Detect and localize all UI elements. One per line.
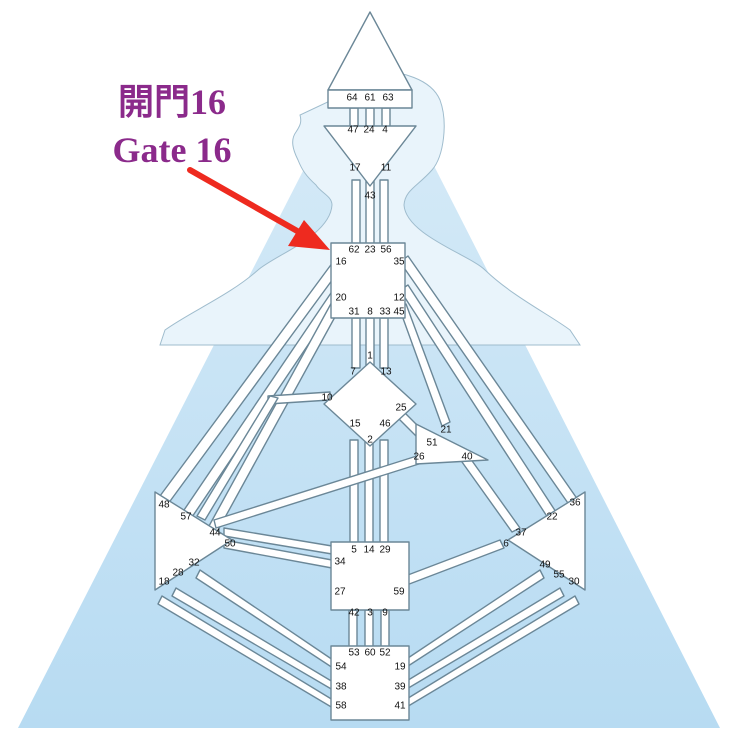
gate-24: 24 (363, 125, 375, 136)
gate-20: 20 (335, 293, 347, 304)
gate-33: 33 (379, 307, 391, 318)
head-center (327, 11, 413, 91)
gate-15: 15 (349, 419, 361, 430)
annotation-title-chinese: 開門16 (117, 82, 226, 122)
throat-center (330, 242, 406, 319)
gate-30: 30 (568, 577, 580, 588)
gate-26: 26 (413, 452, 425, 463)
gate-58: 58 (335, 701, 347, 712)
gate-56: 56 (380, 245, 392, 256)
gate-52: 52 (379, 648, 391, 659)
channel-13-33 (379, 317, 389, 369)
sacral-center (330, 541, 410, 611)
gate-44: 44 (209, 528, 221, 539)
gate-10: 10 (321, 393, 333, 404)
channel-46-29 (379, 439, 389, 545)
gate-40: 40 (461, 452, 473, 463)
gate-28: 28 (172, 568, 184, 579)
channel-11-56 (379, 179, 389, 247)
channel-10-57b (196, 395, 279, 521)
gate-6: 6 (503, 539, 509, 550)
gate-4: 4 (382, 125, 388, 136)
gate-7: 7 (350, 367, 356, 378)
gate-12: 12 (393, 293, 405, 304)
gate-16: 16 (335, 257, 347, 268)
channel-2-14 (364, 439, 374, 545)
ajna-center (323, 125, 417, 187)
gate-54: 54 (335, 662, 347, 673)
gate-5: 5 (351, 545, 357, 556)
gate-47: 47 (347, 125, 359, 136)
channel-17-62 (351, 179, 361, 247)
gate-50: 50 (224, 539, 236, 550)
gate-19: 19 (394, 662, 406, 673)
gate-39: 39 (394, 682, 406, 693)
gate-9: 9 (382, 608, 388, 619)
gate-45: 45 (393, 307, 405, 318)
gate-11: 11 (381, 163, 392, 174)
gate-41: 41 (394, 701, 406, 712)
gate-63: 63 (382, 93, 394, 104)
gate-46: 46 (379, 419, 391, 430)
channel-15-5 (349, 439, 359, 545)
channel-7-31 (351, 317, 361, 369)
gate-59: 59 (393, 587, 405, 598)
gate-60: 60 (364, 648, 376, 659)
gate-42: 42 (348, 608, 360, 619)
ego-center (415, 423, 489, 465)
gate-numbers: 64 61 63 47 24 4 17 11 43 62 23 56 16 35… (158, 93, 581, 712)
gate-17: 17 (349, 163, 361, 174)
gate-2: 2 (367, 435, 373, 446)
gate-49: 49 (539, 560, 551, 571)
gate-29: 29 (379, 545, 391, 556)
annotation-title-gate: Gate 16 (112, 130, 232, 170)
gate-36: 36 (569, 498, 581, 509)
gate-14: 14 (363, 545, 375, 556)
gate-31: 31 (348, 307, 360, 318)
spleen-center (154, 491, 233, 591)
gate-37: 37 (515, 528, 527, 539)
gate-23: 23 (364, 245, 376, 256)
gate-21: 21 (440, 425, 452, 436)
centers-and-channels (154, 11, 586, 721)
gate-43: 43 (364, 191, 376, 202)
gate-25: 25 (395, 403, 407, 414)
gate-48: 48 (158, 500, 170, 511)
solar-plexus-center (507, 491, 586, 591)
gate-55: 55 (553, 570, 565, 581)
root-center (330, 645, 410, 721)
gate-22: 22 (546, 512, 558, 523)
gate-61: 61 (364, 93, 376, 104)
gate-35: 35 (393, 257, 405, 268)
gate-62: 62 (348, 245, 360, 256)
gate-18: 18 (158, 577, 170, 588)
gate-13: 13 (380, 367, 392, 378)
gate-8: 8 (367, 307, 373, 318)
gate-1: 1 (367, 351, 373, 362)
gate-27: 27 (334, 587, 346, 598)
g-center (323, 361, 417, 447)
gate-51: 51 (426, 438, 438, 449)
gate-34: 34 (334, 557, 346, 568)
head-center-base (327, 89, 413, 109)
gate-32: 32 (188, 558, 200, 569)
pointer-arrow (187, 167, 330, 250)
gate-57: 57 (180, 512, 192, 523)
gate-53: 53 (348, 648, 360, 659)
gate-38: 38 (335, 682, 347, 693)
gate-64: 64 (346, 93, 358, 104)
gate-3: 3 (367, 608, 373, 619)
